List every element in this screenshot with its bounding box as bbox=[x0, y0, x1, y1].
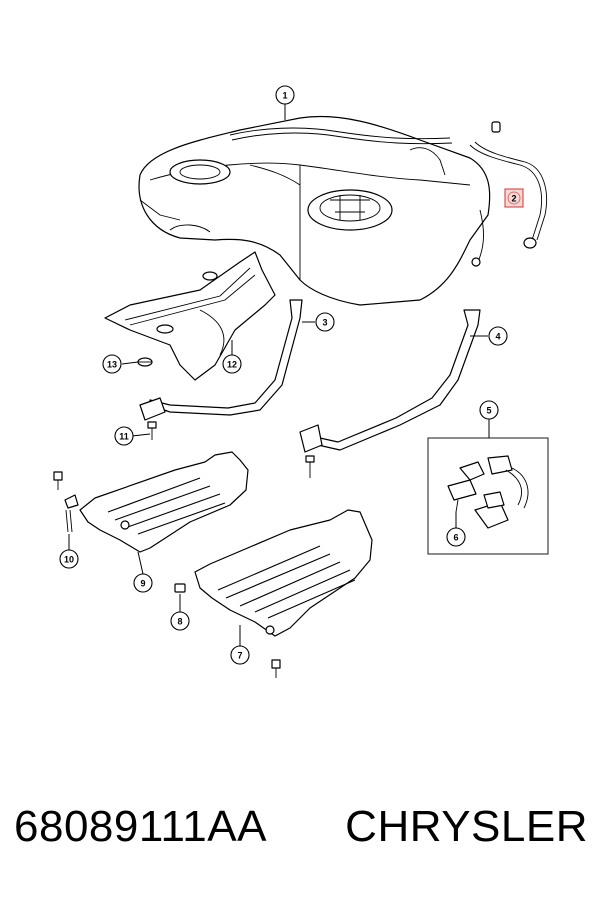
callout-5: 5 bbox=[479, 400, 499, 420]
callout-4: 4 bbox=[488, 326, 508, 346]
bolt-10 bbox=[65, 509, 73, 533]
skid-plate-9 bbox=[64, 451, 249, 553]
part-number: 68089111AA bbox=[14, 802, 267, 851]
callout-7-label: 7 bbox=[237, 651, 242, 661]
inset-detail-box bbox=[427, 437, 549, 555]
callout-4-label: 4 bbox=[495, 332, 500, 342]
callout-11: 11 bbox=[114, 426, 134, 446]
callout-11-label: 11 bbox=[119, 432, 129, 442]
callout-2-label: 2 bbox=[511, 194, 516, 204]
callout-8: 8 bbox=[170, 611, 190, 631]
leader-lines bbox=[68, 104, 490, 646]
caption-footer: 68089111AA CHRYSLER bbox=[0, 798, 600, 868]
tank-strap-left bbox=[139, 299, 303, 421]
bolt-bottom bbox=[271, 659, 281, 678]
callout-1: 1 bbox=[275, 85, 295, 105]
callout-12: 12 bbox=[222, 354, 242, 374]
callout-13-label: 13 bbox=[107, 360, 117, 370]
callout-6: 6 bbox=[446, 527, 466, 547]
callout-10: 10 bbox=[59, 549, 79, 569]
bolt-11 bbox=[147, 421, 157, 440]
callout-3: 3 bbox=[315, 312, 335, 332]
fuel-vapor-hose bbox=[469, 121, 548, 249]
heat-shield bbox=[104, 251, 276, 381]
bolt-strap-4 bbox=[305, 455, 315, 478]
tank-strap-right bbox=[299, 309, 481, 453]
callout-5-label: 5 bbox=[486, 406, 491, 416]
skid-plate-7 bbox=[194, 509, 373, 637]
bolt-top-left bbox=[53, 471, 63, 490]
callout-2: 2 bbox=[504, 188, 524, 208]
callout-13: 13 bbox=[102, 354, 122, 374]
callout-3-label: 3 bbox=[322, 318, 327, 328]
callout-8-label: 8 bbox=[177, 617, 182, 627]
callout-1-label: 1 bbox=[282, 91, 287, 101]
callout-7: 7 bbox=[230, 645, 250, 665]
retainer-clip bbox=[137, 357, 153, 367]
fuel-tank bbox=[138, 115, 491, 306]
callout-9: 9 bbox=[133, 573, 153, 593]
callout-6-label: 6 bbox=[453, 533, 458, 543]
fuel-tank-exploded-diagram: 1 2 3 4 5 6 7 8 9 10 11 12 bbox=[53, 85, 549, 678]
callout-10-label: 10 bbox=[64, 555, 74, 565]
brand-name: CHRYSLER bbox=[345, 802, 588, 851]
callout-9-label: 9 bbox=[140, 579, 145, 589]
nut-8 bbox=[174, 583, 186, 593]
callout-12-label: 12 bbox=[227, 360, 237, 370]
